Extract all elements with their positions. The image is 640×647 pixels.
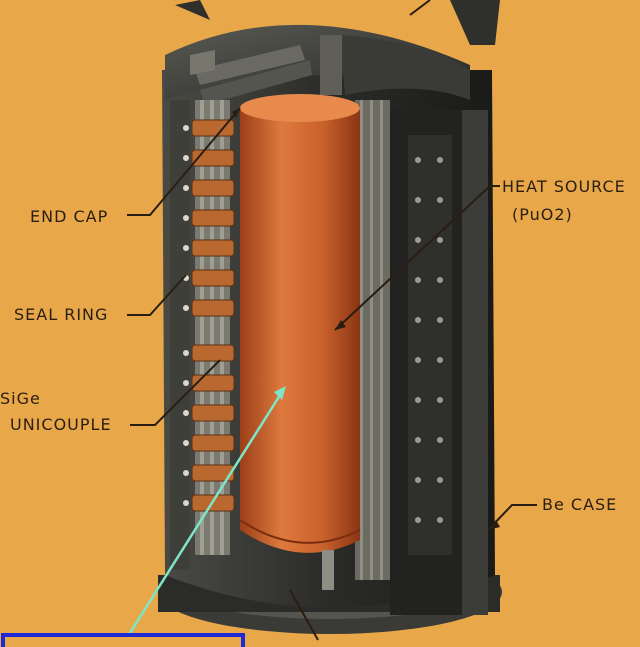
label-unicouple: UNICOUPLE [10, 415, 112, 434]
leader-arrowheads [232, 108, 500, 530]
annotation-arrow [126, 386, 286, 637]
label-seal-ring: SEAL RING [14, 305, 108, 324]
fin-bolts [415, 157, 443, 523]
highlight-box [1, 633, 245, 647]
unicouple-array [183, 119, 235, 512]
label-end-cap: END CAP [30, 207, 108, 226]
heat-source-cylinder [239, 94, 361, 590]
label-be-case: Be CASE [542, 495, 617, 514]
label-heat-source-formula: (PuO2) [512, 205, 573, 224]
label-sige: SiGe [0, 389, 41, 408]
label-heat-source: HEAT SOURCE [502, 177, 626, 196]
end-cap-lid [165, 0, 500, 105]
